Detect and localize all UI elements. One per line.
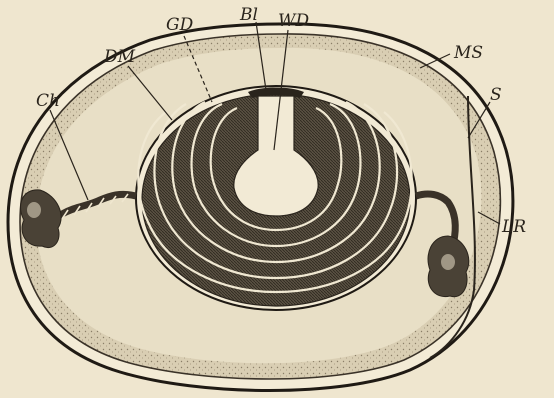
label-lr: LR	[501, 217, 526, 237]
label-gd: GD	[166, 15, 194, 35]
chalaza-right-knot-highlight	[441, 254, 455, 270]
label-wd: WD	[278, 11, 309, 31]
label-s: S	[490, 85, 502, 105]
label-ms: MS	[453, 43, 483, 63]
chalaza-left-knot-highlight	[27, 202, 41, 218]
label-ch: Ch	[36, 91, 60, 111]
label-dm: DM	[103, 47, 136, 67]
label-bl: Bl	[239, 5, 258, 25]
